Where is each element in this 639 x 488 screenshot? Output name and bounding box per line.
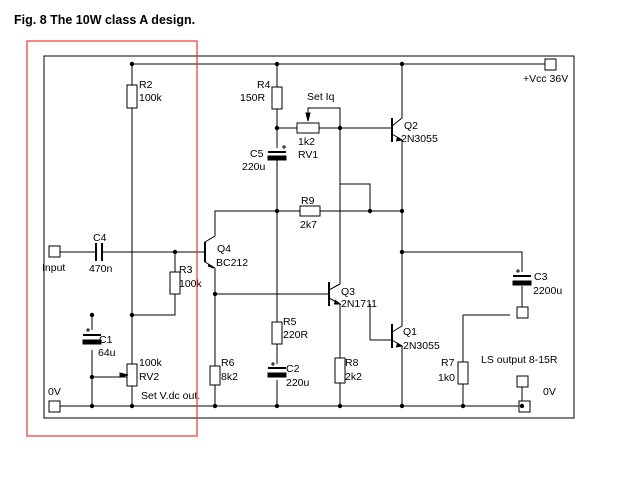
r8-value: 2k2 — [345, 371, 362, 383]
ls-output-label: LS output 8-15R — [481, 354, 558, 366]
ls-ground-terminal — [516, 375, 529, 388]
schematic-frame — [43, 55, 575, 419]
r3-resistor — [169, 271, 181, 295]
r5-resistor — [271, 321, 283, 345]
rv1-label: RV1 — [298, 149, 318, 161]
c2-label: C2 — [286, 363, 300, 375]
c1-label: C1 — [99, 334, 113, 346]
r3-label: R3 — [179, 264, 193, 276]
vcc-terminal — [544, 58, 557, 71]
c4-capacitor — [92, 243, 106, 261]
r7-resistor — [457, 361, 469, 385]
r3-value: 100k — [179, 278, 203, 290]
c3-label: C3 — [534, 271, 548, 283]
r9-value: 2k7 — [300, 219, 317, 231]
zero-v-right-label: 0V — [543, 386, 556, 398]
r6-label: R6 — [221, 357, 235, 369]
c2-value: 220u — [286, 377, 310, 389]
resistors — [126, 84, 469, 387]
r4-label: R4 — [257, 79, 271, 91]
vcc-label: +Vcc 36V — [523, 73, 568, 85]
highlight-box — [26, 40, 198, 437]
q4-type: BC212 — [216, 257, 248, 269]
wires — [60, 63, 545, 407]
r5-value: 220R — [283, 329, 309, 341]
terminals — [48, 58, 557, 413]
r6-resistor — [209, 365, 221, 386]
r4-value: 150R — [240, 92, 266, 104]
q3-type: 2N1711 — [341, 298, 377, 310]
q4-transistor — [204, 242, 215, 269]
rv1-potentiometer — [296, 122, 320, 134]
q1-type: 2N3055 — [403, 340, 440, 352]
q2-label: Q2 — [404, 120, 418, 132]
q1-transistor — [391, 324, 404, 348]
c3-capacitor — [512, 269, 532, 286]
input-terminal — [48, 245, 61, 258]
r4-resistor — [271, 86, 283, 110]
junction-dots — [89, 61, 525, 409]
q2-transistor — [391, 118, 404, 142]
r9-label: R9 — [301, 195, 315, 207]
ls-output-terminal — [516, 306, 529, 319]
q3-transistor — [328, 282, 342, 306]
r9-resistor — [299, 205, 321, 217]
c5-capacitor — [267, 145, 287, 161]
input-label: Input — [42, 262, 65, 274]
q1-label: Q1 — [403, 326, 417, 338]
r8-label: R8 — [345, 357, 359, 369]
figure-title: Fig. 8 The 10W class A design. — [14, 13, 195, 27]
component-labels: R2 100k R4 150R Set Iq 1k2 RV1 C5 220u Q… — [42, 73, 568, 402]
r6-value: 8k2 — [221, 371, 238, 383]
c1-capacitor — [82, 328, 102, 345]
zero-v-right-terminal — [518, 400, 531, 413]
r2-resistor — [126, 84, 138, 109]
c2-capacitor — [267, 362, 287, 378]
r2-value: 100k — [139, 92, 163, 104]
c5-label: C5 — [250, 148, 264, 160]
c4-value: 470n — [89, 263, 113, 275]
c1-value: 64u — [98, 347, 116, 359]
r2-label: R2 — [139, 79, 153, 91]
r8-resistor — [334, 357, 346, 384]
zero-v-left-label: 0V — [48, 386, 61, 398]
rv2-label: RV2 — [139, 371, 159, 383]
q2-type: 2N3055 — [401, 133, 438, 145]
q3-label: Q3 — [341, 286, 355, 298]
c3-value: 2200u — [533, 285, 562, 297]
rv2-potentiometer — [126, 363, 138, 387]
q4-label: Q4 — [217, 243, 231, 255]
set-vdc-label: Set V.dc out. — [141, 390, 200, 402]
c5-value: 220u — [242, 161, 266, 173]
r5-label: R5 — [283, 316, 297, 328]
set-iq-label: Set Iq — [307, 91, 335, 103]
r7-label: R7 — [441, 357, 455, 369]
transistors — [204, 118, 404, 348]
wiper-arrows — [119, 112, 311, 378]
zero-v-left-terminal — [48, 400, 61, 413]
rv1-value: 1k2 — [298, 136, 315, 148]
capacitors — [82, 145, 532, 378]
r7-value: 1k0 — [438, 372, 455, 384]
c4-label: C4 — [93, 232, 107, 244]
rv2-value: 100k — [139, 357, 163, 369]
